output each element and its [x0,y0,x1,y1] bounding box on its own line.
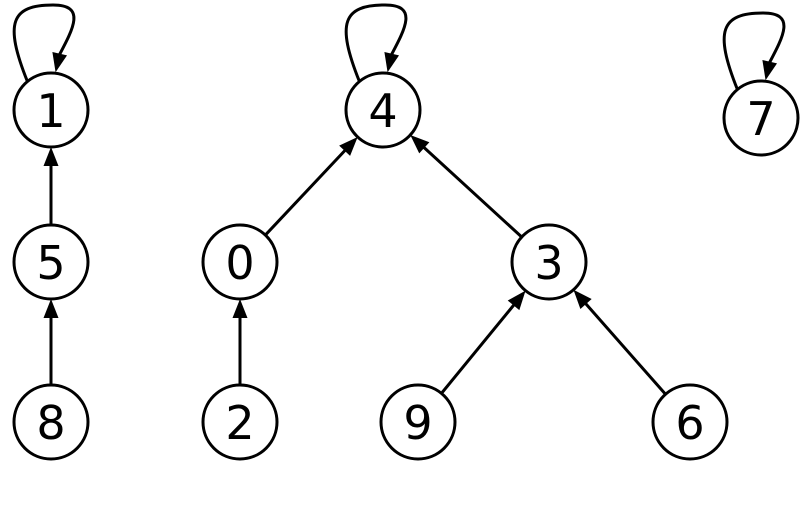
arrowhead-icon [52,52,68,73]
node-8[interactable]: 8 [12,383,90,461]
node-circle[interactable] [379,383,457,461]
edge-7-to-7 [722,11,786,91]
edges-layer [12,3,786,396]
node-1[interactable]: 1 [12,71,90,149]
edge-line [582,300,667,396]
edge-line [264,147,348,237]
node-6[interactable]: 6 [651,383,729,461]
edge-line [421,144,523,239]
arrowhead-icon [762,60,778,81]
node-label: 4 [368,84,397,138]
node-2[interactable]: 2 [201,383,279,461]
node-label: 7 [746,92,775,146]
arrowhead-icon [507,290,526,311]
edge-2-to-0 [232,299,248,385]
self-loop-curve [344,3,408,83]
edge-1-to-1 [12,3,76,83]
edge-9-to-3 [440,290,526,395]
node-circle[interactable] [12,223,90,301]
self-loop-curve [12,3,76,83]
node-circle[interactable] [201,223,279,301]
edge-line [440,302,517,395]
arrowhead-icon [43,299,59,318]
self-loop-curve [722,11,786,91]
edge-6-to-3 [573,289,667,396]
node-circle[interactable] [12,71,90,149]
node-label: 3 [534,236,563,290]
node-label: 1 [36,84,65,138]
node-5[interactable]: 5 [12,223,90,301]
node-4[interactable]: 4 [344,71,422,149]
node-7[interactable]: 7 [722,79,800,157]
edge-8-to-5 [43,299,59,385]
node-label: 0 [225,236,254,290]
arrowhead-icon [339,136,358,156]
node-circle[interactable] [344,71,422,149]
edge-3-to-4 [410,134,523,239]
edge-5-to-1 [43,147,59,225]
node-circle[interactable] [201,383,279,461]
node-label: 5 [36,236,65,290]
arrowhead-icon [232,299,248,318]
node-label: 8 [36,396,65,450]
node-circle[interactable] [510,223,588,301]
node-circle[interactable] [722,79,800,157]
edge-0-to-4 [264,136,358,237]
node-circle[interactable] [12,383,90,461]
arrowhead-icon [410,134,430,154]
node-3[interactable]: 3 [510,223,588,301]
arrowhead-icon [573,289,592,309]
node-label: 6 [675,396,704,450]
node-circle[interactable] [651,383,729,461]
node-label: 9 [403,396,432,450]
nodes-layer: 1 5 8 4 0 3 2 9 6 7 [12,71,800,461]
arrowhead-icon [384,52,400,73]
node-9[interactable]: 9 [379,383,457,461]
node-0[interactable]: 0 [201,223,279,301]
node-label: 2 [225,396,254,450]
arrowhead-icon [43,147,59,166]
edge-4-to-4 [344,3,408,83]
